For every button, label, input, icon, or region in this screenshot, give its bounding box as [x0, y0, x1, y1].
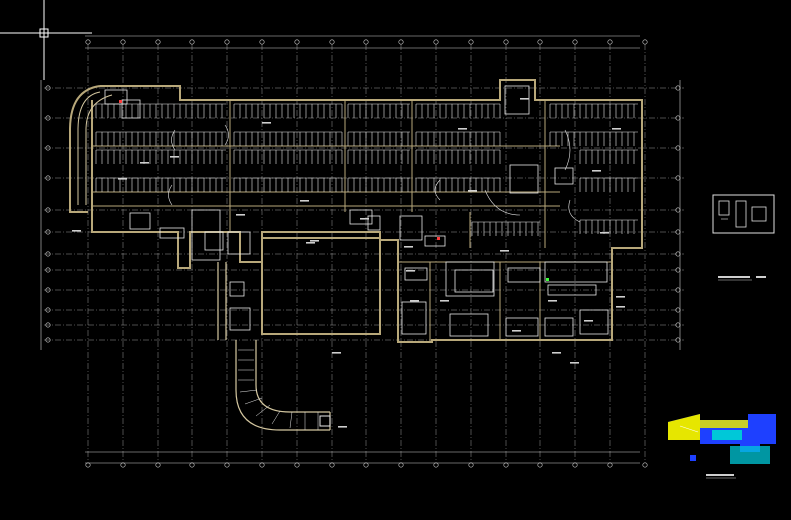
grid-axis-bubble-icon	[120, 462, 126, 468]
grid-axis-bubble-icon	[468, 39, 474, 45]
grid-axis-bubble-icon	[398, 462, 404, 468]
grid-axis-bubble-icon	[45, 229, 51, 235]
drive-aisle-arcs	[168, 124, 581, 223]
grid-axis-bubble-icon	[45, 251, 51, 257]
annotation-text-mark	[440, 300, 449, 302]
grid-axis-bubble-icon	[329, 39, 335, 45]
annotation-text-mark	[118, 178, 127, 180]
grid-axis-bubble-icon	[468, 462, 474, 468]
grid-axis-bubble-icon	[607, 462, 613, 468]
annotation-text-mark	[500, 250, 509, 252]
annotation-text-mark	[72, 230, 81, 232]
grid-axis-bubble-icon	[642, 462, 648, 468]
annotation-text-mark	[404, 246, 413, 248]
annotation-text-mark	[468, 190, 477, 192]
grid-axis-bubble-icon	[572, 39, 578, 45]
grid-axis-bubble-icon	[45, 322, 51, 328]
annotation-text-mark	[300, 200, 309, 202]
grid-axis-bubble-icon	[398, 39, 404, 45]
ramp-hatch	[238, 349, 319, 430]
grid-axis-bubble-icon	[433, 39, 439, 45]
parking-stalls	[95, 103, 638, 236]
grid-axis-bubble-icon	[537, 39, 543, 45]
key-plan-caption-mark	[706, 474, 736, 479]
annotation-text-mark	[332, 352, 341, 354]
annotation-text-mark	[458, 128, 467, 130]
annotation-text-mark	[612, 128, 621, 130]
legend-caption-mark	[718, 276, 766, 281]
annotation-text-mark	[262, 122, 271, 124]
legend-block[interactable]	[712, 194, 775, 234]
annotation-text-mark	[584, 320, 593, 322]
annotation-text-mark	[406, 270, 415, 272]
key-plan-thumbnail[interactable]	[666, 414, 776, 466]
entrance-ramp	[77, 91, 113, 205]
grid-axis-bubble-icon	[85, 39, 91, 45]
grid-axis-bubble-icon	[294, 462, 300, 468]
grid-axis-bubble-icon	[85, 462, 91, 468]
annotation-text-mark	[520, 98, 529, 100]
annotation-text-mark	[410, 300, 419, 302]
grid-axis-bubble-icon	[45, 307, 51, 313]
grid-axis-bubble-icon	[224, 39, 230, 45]
grid-axis-bubble-icon	[224, 462, 230, 468]
annotation-text-mark	[236, 214, 245, 216]
grid-axis-bubble-icon	[45, 337, 51, 343]
grid-axis-bubble-icon	[189, 462, 195, 468]
annotation-text-mark	[360, 218, 369, 220]
grid-axis-bubble-icon	[189, 39, 195, 45]
grid-axis-bubble-icon	[45, 175, 51, 181]
annotation-text-mark	[338, 426, 347, 428]
annotation-text-mark	[512, 330, 521, 332]
grid-axis-bubble-icon	[259, 39, 265, 45]
grid-axis-bubble-icon	[607, 39, 613, 45]
grid-axis-bubble-icon	[294, 39, 300, 45]
annotation-text-mark	[592, 170, 601, 172]
grid-axis-bubble-icon	[363, 462, 369, 468]
grid-axis-bubble-icon	[572, 462, 578, 468]
annotation-text-mark	[600, 232, 609, 234]
annotation-text-mark	[616, 306, 625, 308]
annotation-text-mark	[306, 242, 315, 244]
grid-axis-bubble-icon	[503, 39, 509, 45]
grid-axis-bubble-icon	[45, 115, 51, 121]
grid-axis-bubble-icon	[45, 207, 51, 213]
grid-axis-bubble-icon	[45, 85, 51, 91]
annotation-text-mark	[310, 240, 319, 242]
crosshair-cursor-icon	[0, 0, 92, 80]
grid-axis-bubble-icon	[45, 287, 51, 293]
accent-marks	[119, 100, 549, 427]
grid-axis-bubble-icon	[537, 462, 543, 468]
grid-axis-bubble-icon	[155, 462, 161, 468]
grid-axis-bubble-icon	[433, 462, 439, 468]
annotation-marks	[72, 98, 625, 428]
grid-axis-bubble-icon	[642, 39, 648, 45]
grid-axis-bubble-icon	[363, 39, 369, 45]
annotation-text-mark	[570, 362, 579, 364]
grid-axis-bubble-icon	[503, 462, 509, 468]
building-outline	[69, 79, 643, 343]
grid-axis-bubble-icon	[45, 145, 51, 151]
grid-axis-bubble-icon	[155, 39, 161, 45]
grid-axis-bubble-icon	[329, 462, 335, 468]
annotation-text-mark	[140, 162, 149, 164]
grid-axis-bubble-icon	[120, 39, 126, 45]
room-details	[104, 85, 609, 337]
annotation-text-mark	[552, 352, 561, 354]
annotation-text-mark	[170, 156, 179, 158]
annotation-text-mark	[548, 300, 557, 302]
grid-axis-bubble-icon	[45, 267, 51, 273]
grid-axis-bubble-icon	[259, 462, 265, 468]
dimension-lines	[40, 35, 681, 464]
annotation-text-mark	[616, 296, 625, 298]
ramps	[217, 262, 331, 431]
